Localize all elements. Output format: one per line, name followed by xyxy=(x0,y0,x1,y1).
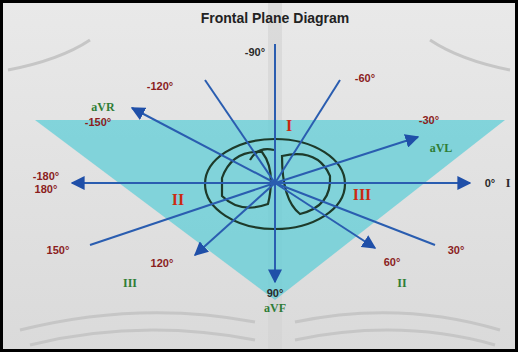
angle-label: -60° xyxy=(355,73,375,84)
angle-label: 180° xyxy=(35,184,58,195)
lead-label: II xyxy=(397,277,406,289)
lead-label: aVL xyxy=(430,142,453,154)
limb-lead-label: II xyxy=(172,192,184,208)
angle-label: 90° xyxy=(267,288,284,299)
angle-label: -30° xyxy=(419,115,439,126)
lead-label: III xyxy=(123,277,137,289)
lead-label: aVR xyxy=(91,101,114,113)
angle-label: 30° xyxy=(448,245,465,256)
angle-label: -120° xyxy=(147,81,173,92)
lead-label: aVF xyxy=(264,302,286,314)
diagram-title: Frontal Plane Diagram xyxy=(201,11,350,25)
angle-label: 0° xyxy=(485,178,496,189)
angle-label: -180° xyxy=(33,171,59,182)
angle-label: 120° xyxy=(151,258,174,269)
angle-label: 60° xyxy=(384,257,401,268)
limb-lead-label: III xyxy=(353,187,372,203)
angle-label: -150° xyxy=(85,117,111,128)
limb-lead-label: I xyxy=(286,118,292,134)
einthoven-triangle xyxy=(35,120,505,300)
angle-label: -90° xyxy=(245,47,265,58)
rib-shadows xyxy=(8,40,510,345)
lead-label: I xyxy=(506,177,511,189)
lead-axes xyxy=(72,44,470,282)
angle-label: 150° xyxy=(47,245,70,256)
